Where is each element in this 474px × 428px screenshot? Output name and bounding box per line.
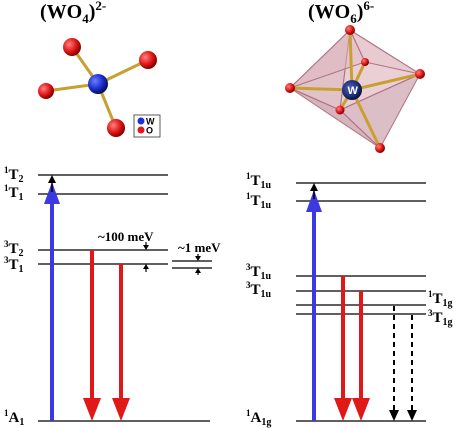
left-title-sub: 4 <box>82 11 89 26</box>
left-energy-levels <box>38 174 212 422</box>
label-3t1u: 3T1u <box>246 262 272 282</box>
left-small-black-arrow <box>48 175 56 192</box>
right-title-paren: ) <box>357 1 364 23</box>
right-absorption-arrow <box>306 190 322 421</box>
right-title: (WO6)6- <box>308 0 374 26</box>
right-title-sub: 6 <box>350 11 357 26</box>
left-title-main: (WO <box>40 1 82 23</box>
label-3t1: 3T1 <box>4 255 24 275</box>
gap-large-marker <box>143 242 149 272</box>
oxygen-atom <box>335 105 345 115</box>
label-1t1: 1T1 <box>4 183 24 203</box>
gap-small-label: ~1 meV <box>178 240 221 255</box>
oxygen-atom <box>361 58 369 66</box>
label-1a1g: 1A1g <box>246 408 271 428</box>
oxygen-atom <box>38 83 54 99</box>
oxygen-atom <box>285 83 295 93</box>
legend-o-label: O <box>146 126 153 136</box>
right-title-main: (WO <box>308 1 350 23</box>
oxygen-atom <box>345 25 355 35</box>
gap-large-label: ~100 meV <box>98 229 154 244</box>
legend-w-label: W <box>146 117 155 127</box>
tungsten-atom <box>342 80 362 100</box>
oxygen-atom <box>375 143 385 153</box>
right-small-black-arrow <box>310 183 318 199</box>
left-title: (WO4)2- <box>40 0 106 26</box>
left-emission-arrow-2 <box>112 264 130 421</box>
right-dashed-arrow-2 <box>407 315 417 421</box>
atom-legend: W O <box>133 114 161 138</box>
oxygen-atom <box>107 119 125 137</box>
label-3t1g: 3T1g <box>428 308 453 328</box>
tungsten-atom <box>88 74 108 94</box>
tetrahedral-molecule <box>38 38 157 137</box>
octahedral-molecule: W <box>285 25 425 153</box>
legend-w-dot <box>137 117 145 125</box>
left-title-sup: 2- <box>95 0 106 13</box>
left-title-paren: ) <box>89 1 96 23</box>
oxygen-atom <box>415 69 425 79</box>
label-1t1u-upper: 1T1u <box>246 171 272 191</box>
label-1t2: 1T2 <box>4 165 24 185</box>
right-emission-arrow-1 <box>334 276 352 421</box>
center-atom-label: W <box>348 85 359 97</box>
label-1t1u: 1T1u <box>246 191 272 211</box>
oxygen-atom <box>63 38 81 56</box>
oxygen-atom <box>139 51 157 69</box>
gap-small-marker <box>195 254 201 275</box>
legend-o-dot <box>137 126 145 134</box>
label-3t1u-2: 3T1u <box>246 280 272 300</box>
right-emission-arrow-2 <box>352 291 370 421</box>
label-1a1: 1A1 <box>4 408 24 428</box>
left-emission-arrow-1 <box>83 250 101 421</box>
right-title-sup: 6- <box>363 0 374 13</box>
right-dashed-arrow-1 <box>389 306 399 421</box>
left-absorption-arrow <box>44 182 60 421</box>
label-1t1g: 1T1g <box>428 289 453 309</box>
label-3t2: 3T2 <box>4 239 24 259</box>
